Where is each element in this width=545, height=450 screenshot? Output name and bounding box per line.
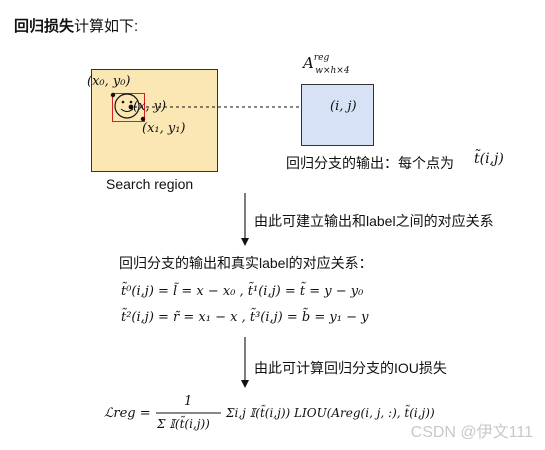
search-region-label: Search region [106,176,194,192]
output-symbol: t̃(i,j) [474,151,504,167]
corner-point-1 [140,116,146,122]
corner-point-0 [110,92,116,98]
loss-lhs: ℒreg = [104,406,151,421]
relation-title: 回归分支的输出和真实label的对应关系： [119,255,373,271]
face-icon [114,93,140,119]
loss-denominator: Σ 𝕀(t̃(i,j)) [157,417,210,431]
pt1-label: (x₁, y₁) [142,121,186,136]
ij-label: (i, j) [330,99,357,114]
loss-rhs: Σi,j 𝕀(t̃(i,j)) LIOU(Areg(i, j, :), t̃(i… [226,406,435,420]
equation-1: t̃⁰(i,j) = l̃ = x − x₀ , t̃¹(i,j) = t̃ =… [121,284,364,299]
page-heading: 回归损失计算如下: [14,15,138,36]
anchor-output-box [301,84,374,146]
equation-2: t̃²(i,j) = r̃ = x₁ − x , t̃³(i,j) = b̃ =… [121,310,369,325]
watermark: CSDN @伊文111 [410,424,533,441]
heading-bold: 回归损失 [14,18,75,35]
anchor-label: Aregw×h×4 [303,53,350,76]
output-caption: 回归分支的输出：每个点为 [286,155,454,171]
heading-rest: 计算如下: [74,18,139,35]
center-point [128,104,134,110]
step1-text: 由此可建立输出和label之间的对应关系 [254,213,494,229]
step2-text: 由此可计算回归分支的IOU损失 [254,360,447,376]
center-label: (x, y) [133,99,167,114]
pt0-label: (x₀, y₀) [87,74,131,89]
loss-numerator: 1 [184,394,193,409]
